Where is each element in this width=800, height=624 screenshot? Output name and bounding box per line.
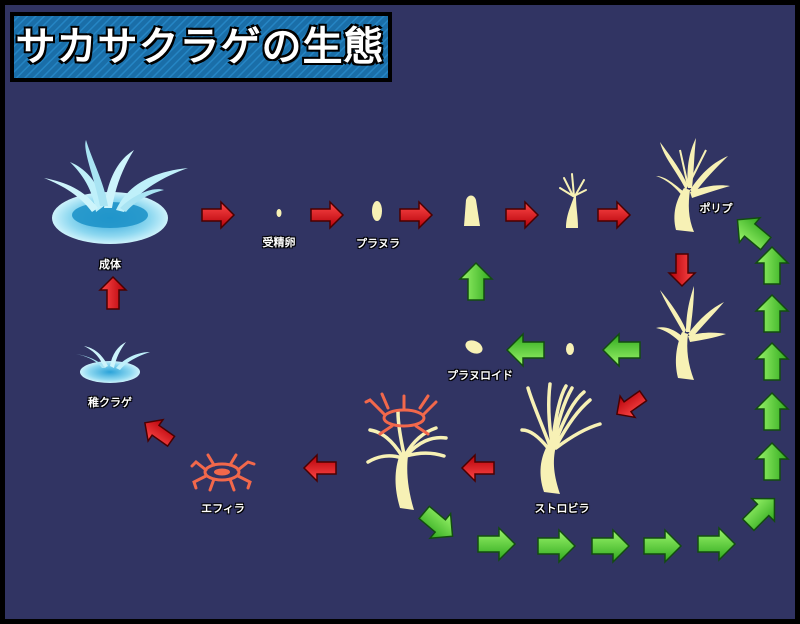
page-title: サカサクラゲの生態 <box>15 24 385 70</box>
label-strobila: ストロビラ <box>534 502 590 515</box>
label-ephyra: エフィラ <box>201 502 245 515</box>
strobila <box>520 382 602 494</box>
label-young-jellyfish: 稚クラゲ <box>88 396 132 409</box>
fertilized-egg <box>276 209 282 217</box>
polyp-middle <box>656 286 726 380</box>
background-panel <box>5 5 795 619</box>
label-fertilized-egg: 受精卵 <box>262 236 296 249</box>
planula <box>372 201 382 221</box>
label-adult: 成体 <box>99 258 121 271</box>
label-polyp: ポリプ <box>699 202 733 215</box>
planuloid <box>465 340 483 354</box>
strobila-releasing-ephyra <box>364 392 448 510</box>
young-jellyfish <box>76 342 150 383</box>
settled-planula <box>464 195 480 226</box>
label-planuloid: プラヌロイド <box>447 369 513 382</box>
planuloid-bud <box>566 343 574 355</box>
ephyra <box>190 453 256 492</box>
label-planula: プラヌラ <box>356 237 400 250</box>
title-box <box>14 16 388 78</box>
polyp-top <box>656 138 730 232</box>
young-polyp <box>559 173 587 228</box>
adult-jellyfish <box>44 140 188 244</box>
